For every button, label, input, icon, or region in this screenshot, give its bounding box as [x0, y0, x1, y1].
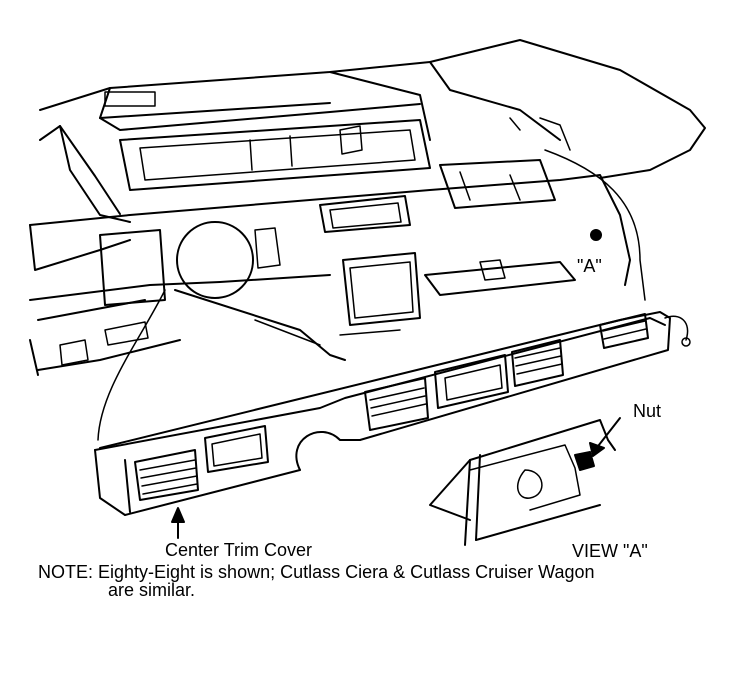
view-a-marker-label: "A" — [577, 256, 602, 276]
view-a-label: VIEW "A" — [572, 541, 648, 561]
nut-label: Nut — [633, 401, 662, 421]
instrument-cluster — [119, 119, 556, 209]
wire-harness — [97, 149, 691, 441]
center-trim-cover-label: Center Trim Cover — [165, 540, 313, 560]
lower-dash — [29, 274, 346, 376]
trim-cover-arrow — [171, 507, 185, 539]
upper-dash — [39, 39, 706, 223]
view-a-detail — [429, 417, 621, 546]
dash-body — [29, 174, 631, 336]
center-trim-cover — [94, 311, 671, 516]
note-line-1: NOTE: Eighty-Eight is shown; Cutlass Cie… — [38, 562, 595, 582]
note-line-2: are similar. — [108, 580, 196, 600]
